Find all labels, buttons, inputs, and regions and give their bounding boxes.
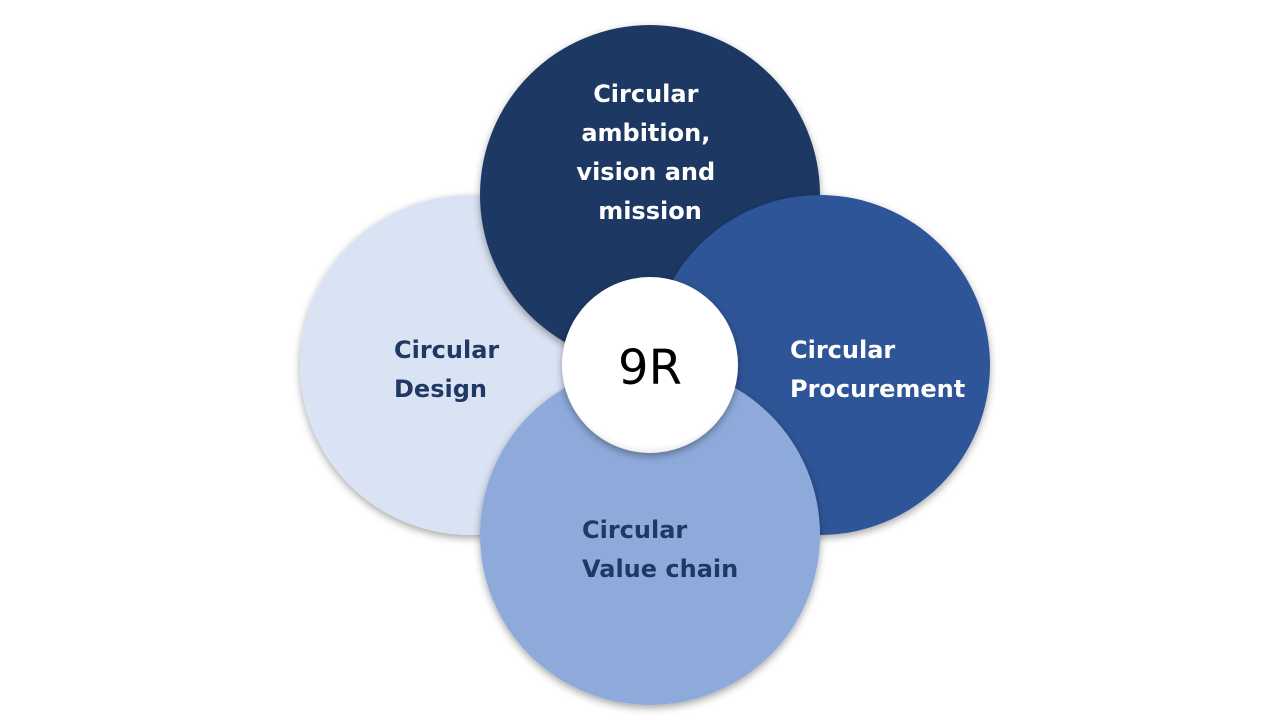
label-line: Circular bbox=[582, 516, 687, 544]
label-line: vision and bbox=[576, 158, 715, 186]
petal-label-circular-ambition: Circular ambition, vision and mission bbox=[576, 80, 723, 225]
label-line: Design bbox=[394, 375, 487, 403]
petal-label-circular-value-chain: Circular Value chain bbox=[582, 516, 738, 583]
center-hub bbox=[562, 277, 738, 453]
label-line: Value chain bbox=[582, 555, 738, 583]
label-line: ambition, bbox=[581, 119, 710, 147]
label-line: Circular bbox=[394, 336, 499, 364]
label-line: Procurement bbox=[790, 375, 965, 403]
petal-label-circular-procurement: Circular Procurement bbox=[790, 336, 965, 403]
petal-label-circular-design: Circular Design bbox=[394, 336, 508, 403]
label-line: Circular bbox=[790, 336, 895, 364]
center-label: 9R bbox=[618, 340, 682, 396]
petal-circular-value-chain bbox=[480, 365, 820, 705]
label-line: mission bbox=[598, 197, 702, 225]
label-line: Circular bbox=[593, 80, 698, 108]
